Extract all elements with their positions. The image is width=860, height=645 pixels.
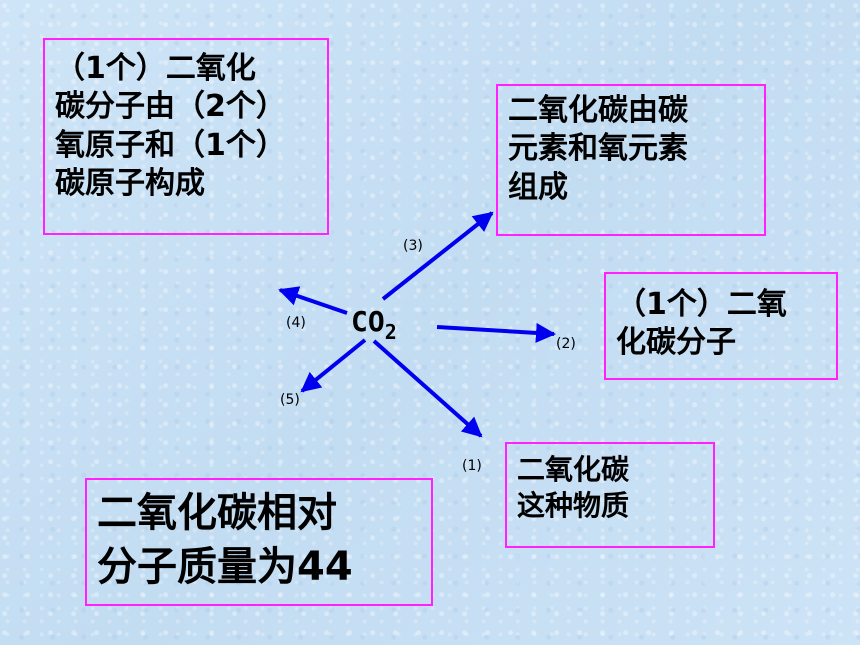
arrow-1 (372, 339, 483, 438)
molecule-composition-line-2: 碳分子由（2个） (55, 89, 286, 125)
element-composition-line-3: 组成 (508, 169, 568, 205)
one-molecule-box: （1个）二氧 化碳分子 (604, 272, 838, 380)
one-molecule-line-2: 化碳分子 (616, 325, 736, 361)
relative-mass-line-1: 二氧化碳相对 (97, 490, 337, 536)
element-composition-line-1: 二氧化碳由碳 (508, 93, 688, 128)
molecule-composition-box: （1个）二氧化 碳分子由（2个） 氧原子和（1个） 碳原子构成 (43, 38, 329, 235)
arrow-4 (278, 286, 348, 315)
relative-mass-line-2: 分子质量为44 (97, 544, 353, 590)
one-molecule-line-1: （1个）二氧 (616, 287, 787, 322)
co2-subscript: 2 (385, 320, 397, 344)
element-composition-box: 二氧化碳由碳 元素和氧元素 组成 (496, 84, 766, 236)
co2-main: CO (351, 305, 385, 338)
element-composition-line-2: 元素和氧元素 (508, 131, 688, 167)
arrow-5 (300, 338, 367, 393)
arrow-2 (436, 322, 556, 343)
substance-box: 二氧化碳 这种物质 (505, 442, 715, 548)
relative-mass-box: 二氧化碳相对 分子质量为44 (85, 478, 433, 606)
molecule-composition-line-4: 碳原子构成 (55, 166, 205, 202)
arrow-label-4: (4) (286, 315, 306, 331)
arrow-label-3: (3) (403, 238, 423, 254)
molecule-composition-line-3: 氧原子和（1个） (55, 127, 286, 163)
arrow-label-2: (2) (556, 336, 576, 352)
arrow-label-1: (1) (462, 458, 482, 474)
arrow-label-5: (5) (280, 392, 300, 408)
substance-line-1: 二氧化碳 (517, 453, 630, 486)
arrow-3 (381, 211, 494, 301)
substance-line-2: 这种物质 (517, 488, 630, 522)
molecule-composition-line-1: （1个）二氧化 (55, 51, 256, 86)
co2-formula: CO2 (351, 305, 397, 344)
